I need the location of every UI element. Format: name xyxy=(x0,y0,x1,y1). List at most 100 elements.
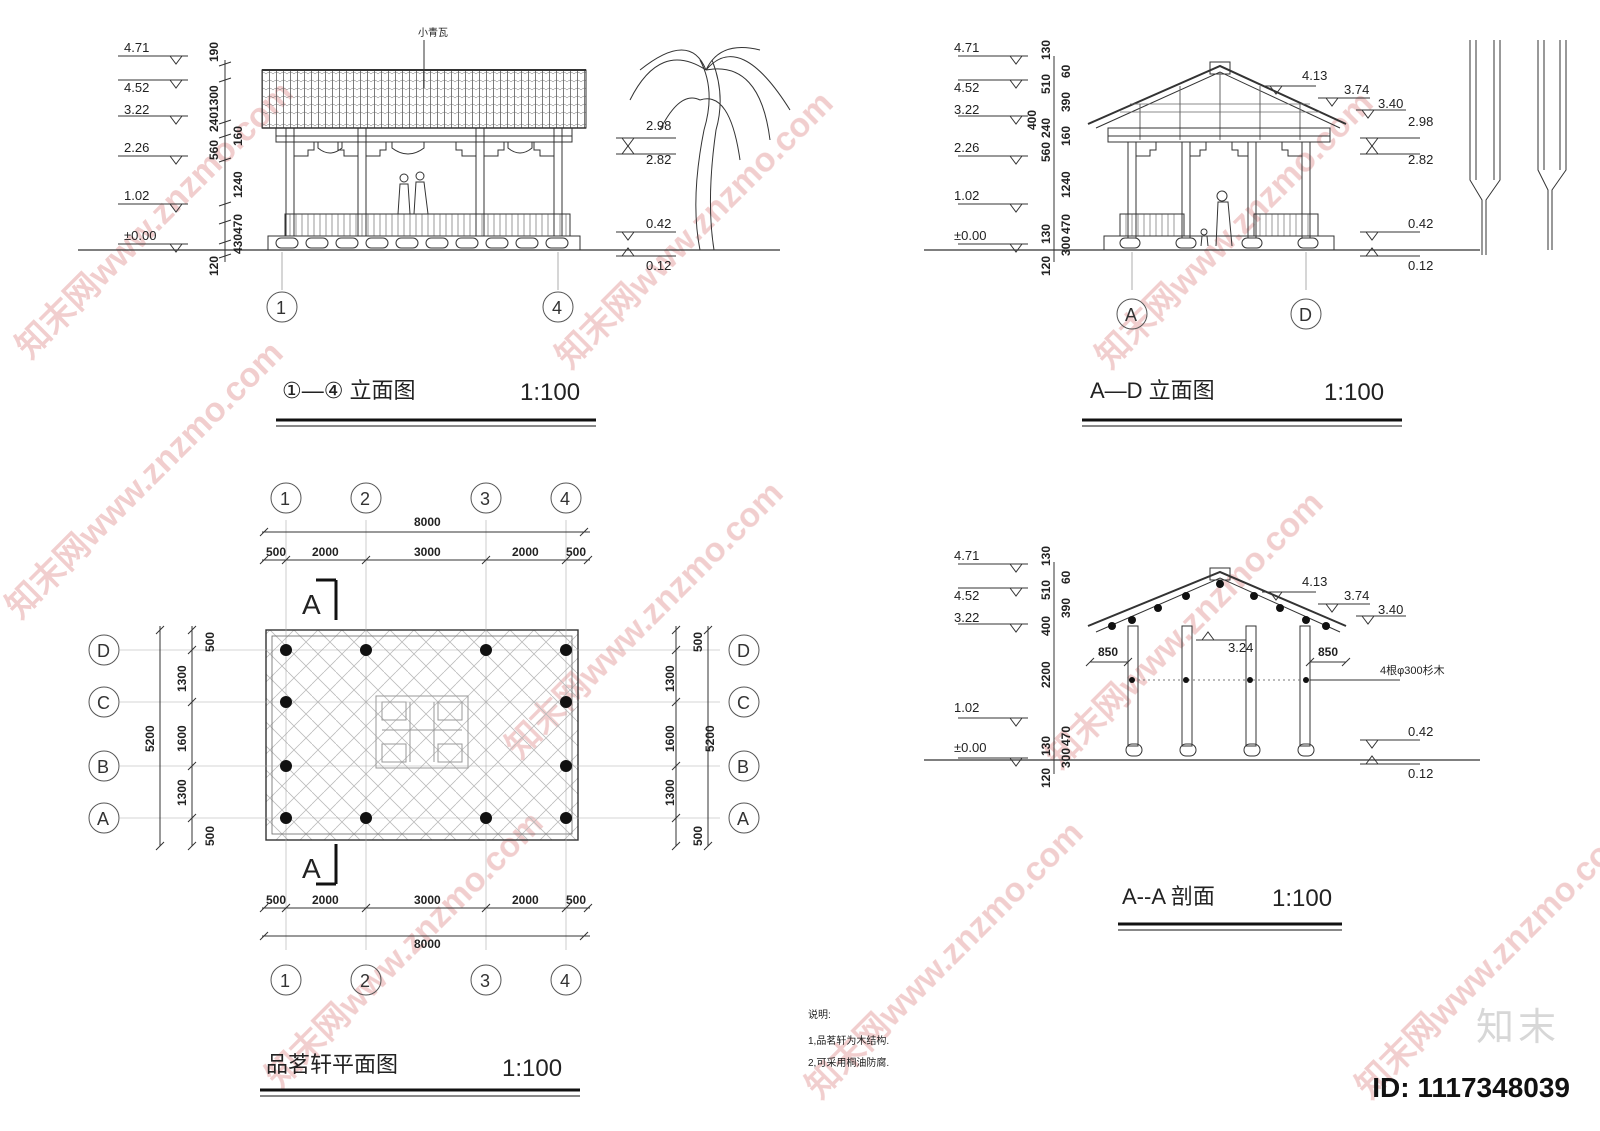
dim-label: 1300 xyxy=(663,665,677,692)
axis-label: 4 xyxy=(560,489,570,509)
axis-label-D: D xyxy=(1299,305,1312,325)
dim-label: 560 xyxy=(1039,142,1053,162)
section-mark: A xyxy=(302,853,321,884)
axis-label: D xyxy=(737,641,750,661)
dim-label: 300 xyxy=(1059,748,1073,768)
level-left: 3.22 xyxy=(954,610,979,625)
note-item: 2,可采用桐油防腐. xyxy=(808,1056,889,1069)
elevation-1-4: 小青瓦 1 4 4.71 4.52 3.22 2.26 1.02 ±0 xyxy=(78,26,791,427)
axis-label: 1 xyxy=(280,489,290,509)
axis-label-A: A xyxy=(1125,305,1137,325)
level-right: 3.40 xyxy=(1378,96,1403,111)
axis-label: C xyxy=(737,693,750,713)
drawing-title: A--A 剖面 xyxy=(1122,884,1215,909)
dim-label: 1300 xyxy=(175,665,189,692)
dim-label: 60 xyxy=(1059,570,1073,584)
note-item: 1,品茗轩为木结构. xyxy=(808,1034,889,1047)
axis-label: A xyxy=(97,809,109,829)
person-figure xyxy=(1200,190,1233,247)
tree-figure xyxy=(1469,40,1567,255)
notes-title: 说明: xyxy=(808,1008,831,1021)
eave-dim: 850 xyxy=(1098,645,1118,659)
drawing-title: A—D 立面图 xyxy=(1090,378,1215,403)
axis-label-4: 4 xyxy=(552,298,562,318)
section-mark: A xyxy=(302,589,321,620)
level-right: 0.42 xyxy=(1408,724,1433,739)
brand-logo: 知末 xyxy=(1475,1005,1560,1049)
dim-label: 500 xyxy=(203,826,217,846)
dim-label: 390 xyxy=(1059,92,1073,112)
palm-tree-figure xyxy=(629,47,791,251)
watermark-text: 知末网www.znzmo.com xyxy=(549,84,841,376)
level-left: 4.52 xyxy=(954,588,979,603)
level-right: 2.98 xyxy=(1408,114,1433,129)
drawing-title: 品茗轩平面图 xyxy=(266,1052,398,1077)
level-left: 1.02 xyxy=(124,188,149,203)
dim-label: 1600 xyxy=(663,725,677,752)
dim-label: 190 xyxy=(207,42,221,62)
member-note: 4根φ300杉木 xyxy=(1380,663,1445,677)
dim-label: 510 xyxy=(1039,580,1053,600)
dim-label: 470 xyxy=(231,214,245,234)
dim-label: 130 xyxy=(1039,736,1053,756)
level-left: ±0.00 xyxy=(954,740,986,755)
level-right: 0.12 xyxy=(646,258,671,273)
axis-label: B xyxy=(737,757,749,777)
dim-label: 500 xyxy=(566,545,586,559)
level-right: 3.40 xyxy=(1378,602,1403,617)
watermark-text: 知末网www.znzmo.com xyxy=(1039,484,1331,776)
level-left: 3.22 xyxy=(954,102,979,117)
drawing-scale: 1:100 xyxy=(502,1055,562,1082)
dim-total: 8000 xyxy=(414,515,441,529)
roof-material-label: 小青瓦 xyxy=(418,26,448,39)
level-right: 2.82 xyxy=(1408,152,1433,167)
level-right: 0.42 xyxy=(1408,216,1433,231)
dim-label: 1300 xyxy=(207,85,221,112)
dim-label: 400 xyxy=(1039,616,1053,636)
axis-label: D xyxy=(97,641,110,661)
level-right: 2.98 xyxy=(646,118,671,133)
general-notes: 说明: 1,品茗轩为木结构. 2,可采用桐油防腐. xyxy=(808,1008,889,1069)
level-left: 4.52 xyxy=(124,80,149,95)
level-left: ±0.00 xyxy=(124,228,156,243)
level-left: 1.02 xyxy=(954,700,979,715)
dim-label: 120 xyxy=(1039,768,1053,788)
id-label: ID: 1117348039 xyxy=(1372,1072,1570,1103)
watermark-text: 知末网www.znzmo.com xyxy=(1349,814,1600,1106)
level-left: 2.26 xyxy=(124,140,149,155)
people-figure xyxy=(397,171,429,215)
dim-label: 390 xyxy=(1059,598,1073,618)
dim-label: 130 xyxy=(1039,40,1053,60)
dim-label: 1300 xyxy=(663,779,677,806)
dim-label: 120 xyxy=(1039,256,1053,276)
dim-label: 2000 xyxy=(312,545,339,559)
dim-label: 60 xyxy=(1059,64,1073,78)
level-inner: 3.24 xyxy=(1228,640,1253,655)
watermark-text: 知末网www.znzmo.com xyxy=(9,74,301,366)
level-left: 2.26 xyxy=(954,140,979,155)
dim-label: 500 xyxy=(691,826,705,846)
level-right: 3.74 xyxy=(1344,82,1369,97)
axis-label: 4 xyxy=(560,971,570,991)
dim-label: 510 xyxy=(1039,74,1053,94)
level-right: 0.12 xyxy=(1408,258,1433,273)
level-right: 4.13 xyxy=(1302,68,1327,83)
dim-label: 300 xyxy=(1059,236,1073,256)
drawing-scale: 1:100 xyxy=(1272,885,1332,912)
axis-label: A xyxy=(737,809,749,829)
dim-label: 560 xyxy=(207,140,221,160)
dim-label: 1240 xyxy=(1059,171,1073,198)
section-A-A: 3.24 850 850 4根φ300杉木 4.71 4.52 3.22 1.0… xyxy=(924,546,1480,931)
axis-label: B xyxy=(97,757,109,777)
axis-label-1: 1 xyxy=(276,298,286,318)
dim-label: 470 xyxy=(1059,214,1073,234)
dim-total: 5200 xyxy=(703,725,717,752)
dim-label: 160 xyxy=(1059,126,1073,146)
dim-label: 120 xyxy=(207,256,221,276)
level-left: 4.71 xyxy=(954,40,979,55)
dim-total: 5200 xyxy=(143,725,157,752)
dim-label: 130 xyxy=(1039,546,1053,566)
axis-label: 1 xyxy=(280,971,290,991)
level-left: ±0.00 xyxy=(954,228,986,243)
dim-label: 470 xyxy=(1059,726,1073,746)
